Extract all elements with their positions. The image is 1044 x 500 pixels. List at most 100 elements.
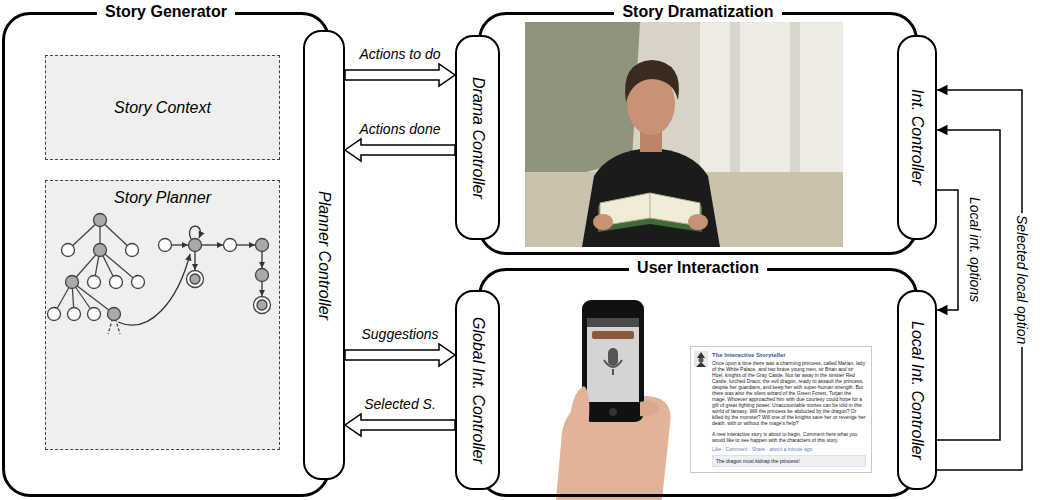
box-label: Story Planner bbox=[114, 189, 211, 207]
photo-pillar bbox=[730, 22, 740, 172]
plan-node bbox=[256, 239, 269, 252]
self-loop bbox=[190, 226, 201, 239]
tree-node bbox=[68, 308, 81, 321]
panel-title: Story Generator bbox=[97, 3, 235, 21]
social-post-screenshot: The Interactive StorytellerOnce upon a t… bbox=[690, 346, 872, 473]
plan-link bbox=[172, 244, 189, 245]
book-pages bbox=[600, 193, 700, 226]
plan-link bbox=[202, 244, 224, 245]
module-panel: Story DramatizationDrama ControllerInt. … bbox=[478, 12, 918, 255]
book-spine bbox=[650, 193, 651, 218]
avatar-head bbox=[699, 358, 704, 363]
edge-label: Actions done bbox=[358, 121, 443, 137]
context-ground bbox=[45, 55, 280, 160]
controller-bar: Local Int. Controller bbox=[897, 290, 937, 490]
connector-arrow bbox=[937, 190, 958, 310]
connector-arrow bbox=[937, 90, 1022, 470]
controller-bar: Drama Controller bbox=[455, 35, 500, 240]
controller-label: Drama Controller bbox=[469, 77, 487, 199]
phone-status-bar bbox=[587, 318, 639, 327]
plan-graph-links bbox=[118, 226, 262, 325]
expansion-arrow bbox=[118, 254, 190, 325]
storyteller-photo bbox=[525, 22, 843, 247]
photo-ground bbox=[525, 22, 843, 247]
edge-label: Selected S. bbox=[362, 396, 438, 412]
edge-label-holder: Selected local option bbox=[1014, 213, 1030, 346]
mic-icon bbox=[612, 369, 614, 375]
post-text: Like · Comment · Share · about a minute … bbox=[712, 446, 866, 452]
post-text: A new interactive story is about to begi… bbox=[712, 431, 866, 443]
plan-link bbox=[237, 244, 256, 245]
plan-graph-nodes bbox=[159, 239, 271, 314]
person-hand bbox=[688, 214, 708, 230]
planner-ground bbox=[45, 180, 280, 450]
edge-label: Local int. options bbox=[967, 195, 983, 304]
post-text: Once upon a time there was a charming pr… bbox=[712, 360, 866, 426]
phone-screen bbox=[587, 318, 639, 402]
avatar-icon bbox=[694, 351, 708, 367]
block-arrow bbox=[345, 64, 455, 86]
tree-node bbox=[88, 308, 101, 321]
tree-node bbox=[110, 276, 123, 289]
plan-link bbox=[194, 252, 195, 271]
person-shirt bbox=[582, 148, 720, 247]
plan-tree-links bbox=[54, 220, 138, 334]
mic-icon bbox=[608, 348, 618, 366]
person-hand bbox=[593, 214, 613, 230]
final-node bbox=[254, 297, 271, 314]
final-node bbox=[187, 271, 204, 288]
controller-bar: Global Int. Controller bbox=[455, 290, 500, 490]
person-hair bbox=[625, 60, 679, 102]
controller-bar: Planner Controller bbox=[303, 30, 345, 480]
photo-pillar bbox=[790, 22, 800, 172]
edge-label: Actions to do bbox=[358, 46, 443, 62]
mic-icon bbox=[604, 360, 622, 367]
tree-node bbox=[66, 276, 79, 289]
edge-label: Suggestions bbox=[359, 326, 440, 342]
plan-link bbox=[261, 282, 262, 297]
avatar-ground bbox=[694, 351, 708, 367]
plan-node bbox=[224, 239, 237, 252]
finger bbox=[640, 401, 660, 416]
plan-tree-nodes bbox=[48, 214, 145, 321]
controller-label: Int. Controller bbox=[908, 89, 926, 185]
tree-node bbox=[94, 244, 107, 257]
edge-label-holder: Selected S. bbox=[362, 396, 438, 412]
controller-label: Local Int. Controller bbox=[908, 321, 926, 460]
module-panel: Story GeneratorStory ContextStory Planne… bbox=[2, 12, 330, 497]
block-arrow bbox=[345, 344, 455, 366]
controller-label: Global Int. Controller bbox=[469, 317, 487, 464]
tree-node bbox=[88, 276, 101, 289]
phone-field bbox=[592, 331, 634, 339]
block-arrow bbox=[345, 414, 455, 436]
edge-label-holder: Actions done bbox=[358, 121, 443, 137]
avatar-robe bbox=[696, 362, 706, 367]
plan-node bbox=[256, 269, 269, 282]
controller-bar: Int. Controller bbox=[897, 35, 937, 240]
avatar-hat bbox=[697, 352, 705, 358]
phone-body bbox=[582, 300, 644, 422]
controller-label: Planner Controller bbox=[315, 191, 333, 320]
tree-node bbox=[126, 244, 139, 257]
panel-title: Story Dramatization bbox=[614, 3, 781, 21]
tree-node bbox=[108, 308, 121, 321]
edge-label-holder: Suggestions bbox=[359, 326, 440, 342]
block-arrow bbox=[345, 139, 455, 161]
tree-node bbox=[132, 276, 145, 289]
thumb bbox=[570, 386, 589, 430]
final-node bbox=[190, 274, 200, 284]
photo-wall bbox=[700, 22, 843, 172]
final-node bbox=[257, 300, 267, 310]
edge-label-holder: Local int. options bbox=[967, 195, 983, 304]
edge-label-holder: Actions to do bbox=[358, 46, 443, 62]
plan-node bbox=[189, 239, 202, 252]
phone-button bbox=[609, 408, 617, 416]
connector-arrow bbox=[937, 130, 1000, 440]
context-box: Story Context bbox=[45, 55, 280, 160]
tree-node bbox=[94, 214, 107, 227]
panel-title: User Interaction bbox=[629, 259, 767, 277]
